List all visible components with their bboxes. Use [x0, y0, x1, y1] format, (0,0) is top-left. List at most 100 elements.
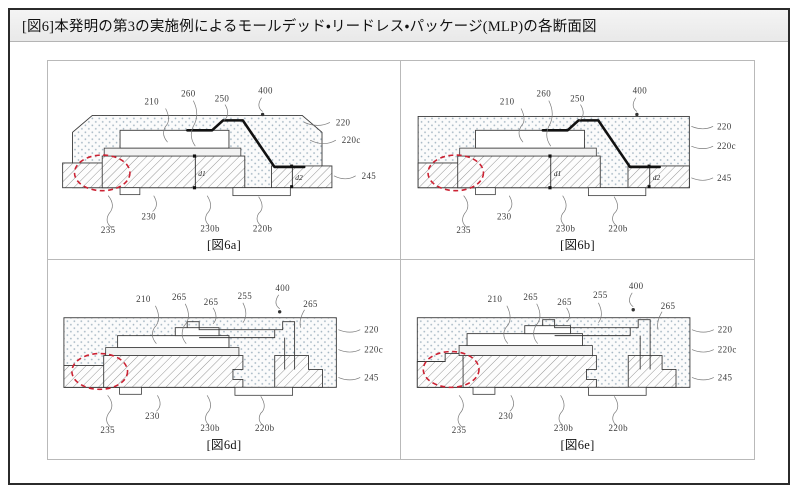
dim-cap-d2-bottom	[290, 185, 294, 189]
leader-250	[223, 104, 229, 121]
leader-235	[457, 395, 464, 428]
label-235: 235	[456, 225, 471, 235]
semiconductor-die	[119, 129, 230, 149]
label-235: 235	[452, 425, 467, 435]
highlight-ellipse	[71, 352, 129, 391]
leader-265-c	[299, 309, 305, 328]
leader-255	[242, 302, 247, 323]
leader-220	[691, 329, 714, 333]
leader-220c	[691, 145, 714, 149]
clip-inner-edge	[554, 327, 631, 337]
dim-cap-d1-bottom	[548, 186, 552, 190]
label-255: 255	[238, 291, 253, 301]
die-attach-layer	[105, 347, 240, 356]
leader-400	[275, 294, 280, 310]
arrow-400	[260, 112, 265, 117]
mold-lip-left	[475, 187, 496, 196]
label-220: 220	[717, 121, 732, 131]
arrow-400	[635, 112, 639, 117]
bond-wire	[186, 119, 306, 169]
mold-lip-center	[234, 386, 294, 396]
figure-panel-fig6b: d1 d2 210 260 250	[401, 61, 754, 260]
title-bar: [図6]本発明の第3の実施例によるモールデッド・リードレス・パッケージ(MLP)…	[10, 10, 788, 42]
label-230b: 230b	[200, 223, 220, 233]
label-230: 230	[145, 411, 160, 421]
figure-drawing-fig6a: d1 d2	[62, 86, 377, 235]
leader-245	[691, 377, 714, 381]
leader-245	[333, 175, 356, 180]
dimension-label-d1: d1	[198, 169, 205, 178]
leader-255	[598, 302, 602, 323]
label-245: 245	[362, 171, 377, 181]
leader-220b	[612, 396, 619, 426]
clip-interconnect	[542, 319, 651, 370]
highlight-ellipse	[73, 154, 131, 192]
leader-400	[258, 97, 263, 112]
label-230: 230	[497, 211, 512, 221]
label-210: 210	[500, 97, 515, 107]
die-pad	[462, 355, 597, 388]
leader-220	[304, 122, 331, 126]
figure-drawing-fig6e: 210 265 265 255 400 265 220 220c 245 235…	[416, 281, 737, 435]
figure-drawing-fig6d: 210 265 265 255 400 265 220 220c 245 235…	[63, 283, 383, 435]
label-210: 210	[488, 294, 503, 304]
label-250: 250	[570, 94, 585, 104]
label-265-a: 265	[172, 292, 187, 302]
label-245: 245	[717, 173, 732, 183]
stacked-die	[174, 327, 220, 337]
leader-220c	[691, 349, 714, 353]
dimension-label-d2: d2	[295, 173, 303, 182]
label-265-a: 265	[523, 292, 538, 302]
label-230: 230	[499, 411, 514, 421]
leader-230b	[560, 195, 567, 226]
mold-lip-left	[472, 386, 496, 395]
label-235: 235	[101, 225, 116, 235]
die-attach-layer	[458, 345, 593, 356]
leader-210	[151, 305, 159, 344]
arrow-400	[277, 310, 282, 314]
label-260: 260	[537, 89, 552, 99]
label-265-b: 265	[557, 297, 572, 307]
figure-page: [図6]本発明の第3の実施例によるモールデッド・リードレス・パッケージ(MLP)…	[8, 8, 790, 485]
leader-220	[691, 126, 714, 130]
leader-260	[546, 100, 553, 147]
label-220c: 220c	[717, 141, 736, 151]
clip-interconnect	[186, 321, 296, 370]
label-235: 235	[100, 425, 115, 435]
leader-220c	[338, 349, 361, 353]
leader-265-a	[533, 303, 541, 344]
label-400: 400	[258, 86, 273, 96]
label-265-b: 265	[204, 297, 219, 307]
leader-210	[163, 108, 169, 143]
leader-235	[106, 395, 113, 428]
label-265-c: 265	[303, 299, 318, 309]
label-220c: 220c	[342, 135, 361, 145]
label-220c: 220c	[718, 345, 737, 355]
die-pad	[103, 355, 244, 388]
leader-220b	[612, 196, 618, 226]
figure-caption-fig6b: [図6b]	[560, 238, 595, 252]
label-220: 220	[364, 325, 379, 335]
leader-235	[462, 195, 469, 228]
leader-250	[579, 104, 584, 121]
leader-400	[632, 97, 638, 112]
dim-cap-d2-top	[647, 164, 651, 168]
figure-caption-fig6a: [図6a]	[206, 238, 242, 252]
label-210: 210	[136, 294, 151, 304]
leader-210	[518, 108, 525, 143]
figure-caption-fig6d: [図6d]	[206, 438, 242, 452]
dim-cap-d1-top	[192, 154, 197, 158]
label-220c: 220c	[364, 345, 383, 355]
label-400: 400	[629, 281, 644, 291]
dim-cap-d1-top	[548, 154, 552, 158]
clip-inner-edge	[199, 329, 276, 339]
leader-230	[152, 195, 157, 212]
label-230: 230	[141, 211, 156, 221]
die-attach-layer	[459, 147, 597, 157]
label-250: 250	[215, 94, 230, 104]
dim-cap-d1-bottom	[192, 186, 197, 190]
label-220: 220	[336, 117, 351, 127]
mold-lip-center	[232, 187, 291, 197]
leader-245	[691, 177, 714, 181]
label-220b: 220b	[609, 423, 629, 433]
